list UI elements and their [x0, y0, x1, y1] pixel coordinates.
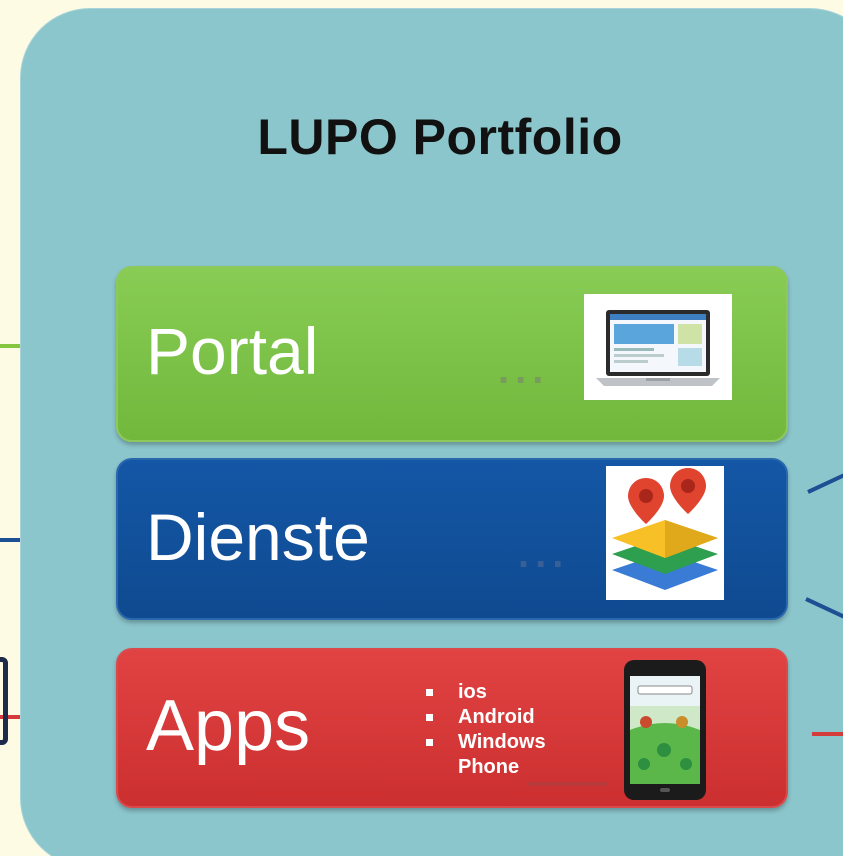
smartphone-app-icon: [624, 660, 706, 800]
platform-item: Android: [426, 705, 546, 730]
bullet-square-icon: [426, 689, 433, 696]
platform-item: Windows: [426, 730, 546, 755]
portal-label: Portal: [146, 314, 319, 388]
portal-bar[interactable]: Portal ...: [116, 266, 788, 442]
apps-edge-bracket: [0, 657, 8, 745]
apps-bar[interactable]: Apps ios Android Windows Phone: [116, 648, 788, 808]
dienste-bar[interactable]: Dienste ...: [116, 458, 788, 620]
bullet-square-icon: [426, 739, 433, 746]
laptop-portal-icon: [584, 294, 732, 400]
dienste-label: Dienste: [146, 500, 370, 574]
bullet-square-icon: [426, 714, 433, 721]
apps-underline: [528, 782, 608, 786]
platform-item: ios: [426, 680, 546, 705]
dienste-ellipsis: ...: [518, 532, 570, 576]
map-layers-icon: [606, 466, 724, 600]
platform-item-continued: Phone: [458, 756, 520, 778]
portfolio-title: LUPO Portfolio: [257, 109, 623, 165]
portal-ellipsis: ...: [498, 348, 550, 392]
apps-label: Apps: [146, 686, 311, 766]
apps-platform-list: ios Android Windows Phone: [426, 680, 546, 780]
apps-right-connector-line: [812, 732, 843, 736]
